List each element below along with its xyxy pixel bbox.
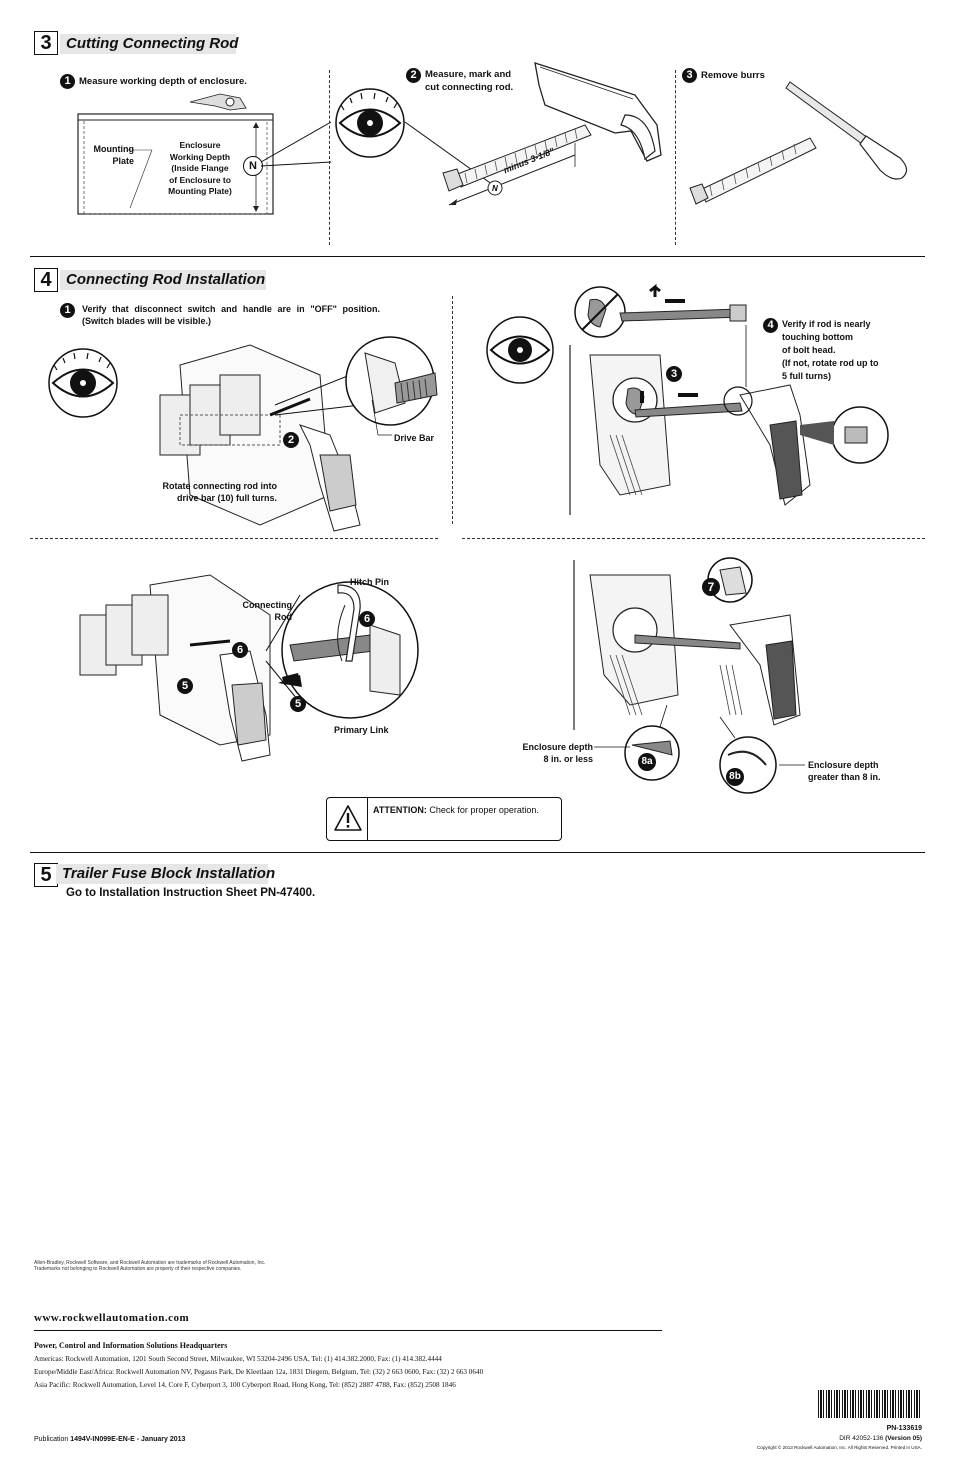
step-6-marker: 6: [359, 611, 375, 627]
section-3-number: 3: [34, 31, 58, 55]
step-number: 3: [682, 68, 697, 83]
drive-bar-zoom: [345, 336, 438, 426]
step-number: 4: [763, 318, 778, 333]
step-number: 2: [406, 68, 421, 83]
eye-icon: [335, 88, 405, 158]
drive-bar-pointer: [371, 399, 392, 436]
depth-less-pointer: [594, 746, 630, 748]
divider: [329, 70, 330, 245]
step-number: 1: [60, 74, 75, 89]
hitch-pin-diagram: [79, 574, 419, 762]
warning-icon: [334, 805, 362, 831]
asia-address: Asia Pacific: Rockwell Automation, Level…: [34, 1381, 456, 1389]
step-8b-marker: 8b: [726, 768, 744, 786]
publication-date: January 2013: [141, 1436, 186, 1443]
trademark-line-1: Allen-Bradley, Rockwell Software, and Ro…: [34, 1260, 266, 1266]
publication-info: Publication 1494V-IN099E-EN-E - January …: [34, 1436, 185, 1443]
copyright: Copyright © 2013 Rockwell Automation, In…: [756, 1445, 922, 1450]
divider: [452, 296, 453, 524]
hq-heading: Power, Control and Information Solutions…: [34, 1341, 228, 1350]
barcode: [818, 1390, 922, 1418]
step-6-marker: 6: [232, 642, 248, 658]
switch-diagram-1: [159, 344, 361, 532]
hacksaw-rod-diagram: N: [442, 62, 662, 206]
publication-number: 1494V-IN099E-EN-E -: [70, 1436, 140, 1443]
trademark-line-2: Trademarks not belonging to Rockwell Aut…: [34, 1266, 242, 1272]
footer-rule: [34, 1330, 662, 1331]
step-number: 1: [60, 303, 75, 318]
hitch-pin-label: Hitch Pin: [350, 577, 390, 587]
primary-link-label: Primary Link: [334, 725, 389, 735]
drive-bar-label: Drive Bar: [394, 433, 435, 443]
eye-pointer-lines: [260, 121, 332, 167]
dir-number: DIR 42052-136: [839, 1435, 884, 1442]
enclosure-depth-less-label: Enclosure depth 8 in. or less: [522, 742, 593, 764]
step-text: Verify if rod is nearly touching bottom …: [782, 319, 879, 381]
eye-icon: [486, 316, 554, 384]
website-link[interactable]: www.rockwellautomation.com: [34, 1312, 190, 1324]
section5-text: Go to Installation Instruction Sheet PN-…: [66, 887, 316, 899]
section3-step1: 1 Measure working depth of enclosure.: [60, 74, 247, 89]
attention-box: ATTENTION: Check for proper operation.: [326, 797, 562, 841]
step-text: Verify that disconnect switch and handle…: [82, 304, 380, 326]
publication-prefix: Publication: [34, 1436, 69, 1443]
attention-message: Check for proper operation.: [429, 805, 539, 815]
section-4-number: 4: [34, 268, 58, 292]
section-divider: [30, 256, 925, 257]
connecting-rod-label: Connecting Rod: [242, 600, 293, 622]
attention-text: ATTENTION: Check for proper operation.: [373, 805, 539, 815]
working-depth-label: Enclosure Working Depth (Inside Flange o…: [168, 140, 232, 196]
step-3-marker: 3: [666, 366, 682, 382]
enclosure-depth-greater-label: Enclosure depth greater than 8 in.: [808, 760, 881, 782]
version: (Version 05): [885, 1435, 922, 1442]
divider: [462, 538, 925, 539]
rod-adjust-diagram: [569, 283, 889, 515]
divider: [30, 538, 438, 539]
svg-text:N: N: [492, 184, 498, 193]
section-5-number: 5: [34, 863, 58, 887]
enclosure-depth-diagram: [573, 557, 801, 794]
divider: [675, 70, 676, 245]
americas-address: Americas: Rockwell Automation, 1201 Sout…: [34, 1355, 442, 1363]
section-3-title: Cutting Connecting Rod: [60, 34, 238, 54]
part-number: PN-133619: [886, 1425, 922, 1432]
file-tool-diagram: [689, 81, 908, 205]
step-2-marker: 2: [283, 432, 299, 448]
eye-pointer-right: [404, 121, 501, 191]
section3-step3: 3 Remove burrs: [682, 68, 765, 83]
section3-step2: 2 Measure, mark and cut connecting rod.: [406, 68, 513, 94]
section4-step1: 1 Verify that disconnect switch and hand…: [60, 303, 380, 327]
step-5-marker: 5: [290, 696, 306, 712]
section-4-title: Connecting Rod Installation: [60, 270, 266, 290]
attention-divider: [367, 798, 368, 840]
europe-address: Europe/Middle East/Africa: Rockwell Auto…: [34, 1368, 484, 1376]
section-5-title: Trailer Fuse Block Installation: [56, 864, 275, 884]
mounting-plate-label: Mounting Plate: [93, 144, 134, 166]
attention-label: ATTENTION:: [373, 805, 427, 815]
step-7-marker: 7: [702, 578, 720, 596]
dir-version: DIR 42052-136 (Version 05): [800, 1435, 922, 1442]
step-text: Measure, mark and cut connecting rod.: [425, 69, 514, 93]
section-divider: [30, 852, 925, 853]
depth-greater-pointer: [779, 764, 805, 766]
step-5-marker: 5: [177, 678, 193, 694]
eye-icon: [48, 348, 118, 418]
step-text: Measure working depth of enclosure.: [79, 76, 247, 88]
step-8a-marker: 8a: [638, 753, 656, 771]
section4-step4: 4 Verify if rod is nearly touching bottom…: [763, 318, 878, 383]
step-text: Remove burrs: [701, 70, 765, 82]
rotate-label: Rotate connecting rod into drive bar (10…: [162, 481, 278, 503]
enclosure-diagram: [77, 93, 274, 215]
